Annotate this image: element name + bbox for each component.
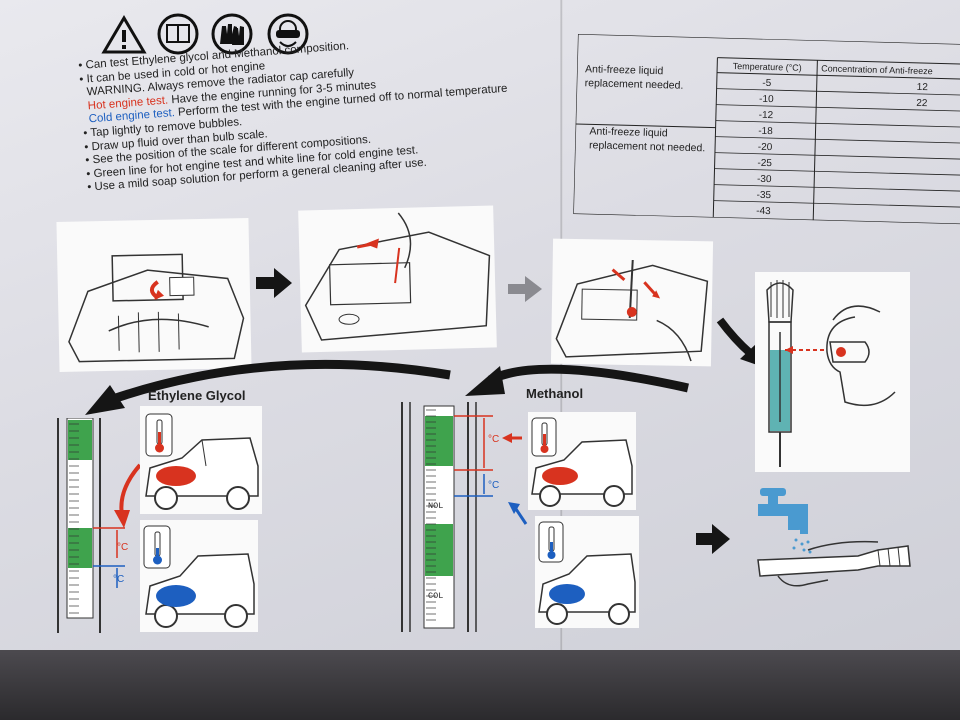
replacement-needed-label: replacement needed. (585, 77, 684, 92)
ethylene-glycol-label: Ethylene Glycol (148, 388, 246, 403)
drawing-fluid-illustration (555, 259, 709, 362)
cleaning-panel (748, 480, 920, 598)
table-row-line (716, 88, 960, 96)
green-scale (68, 528, 92, 568)
green-scale (425, 416, 453, 466)
celsius-label: °C (488, 480, 499, 491)
water-drops (792, 538, 812, 554)
arrow-right-icon (696, 524, 730, 554)
hot-car-illustration (531, 417, 633, 507)
celsius-label: °C (117, 542, 128, 553)
thermometer-cold-icon (143, 525, 171, 569)
thermometer-cold-icon (538, 521, 564, 563)
background-floor (0, 650, 960, 720)
step-3-panel (550, 238, 714, 367)
celsius-label: °C (113, 574, 124, 585)
ethylene-hydrometer-scale: °C °C (57, 418, 128, 633)
faucet-icon (758, 488, 808, 534)
table-cell-temp: -25 (757, 158, 772, 169)
thermometer-hot-icon (145, 413, 173, 457)
green-scale (425, 524, 453, 576)
table-row-line (714, 168, 960, 176)
table-cell-temp: -18 (758, 126, 773, 137)
table-header-temp: Temperature (°C) (733, 61, 802, 73)
instruction-sheet: • Can test Ethylene glycol and Methanol … (0, 0, 960, 650)
arrow-right-icon (256, 268, 292, 298)
reading-hydrometer-illustration (766, 280, 896, 467)
methanol-hydrometer-scale: NOL COL °C °C (401, 402, 528, 632)
gloves-icon (211, 13, 253, 55)
hot-car-illustration (145, 413, 259, 510)
table-cell-temp: -20 (758, 142, 773, 153)
cold-engine-car-panel (535, 516, 639, 628)
table-row-line (713, 200, 960, 208)
col-label: COL (428, 591, 443, 601)
table-row-line (715, 120, 960, 128)
red-arrow-icon (114, 463, 142, 528)
arrow-left-curved-icon (85, 359, 689, 415)
table-cell-conc: 12 (917, 82, 929, 93)
replacement-needed-label: Anti-freeze liquid (585, 63, 664, 77)
cleaning-illustration (757, 488, 911, 587)
celsius-label: °C (488, 434, 499, 445)
reading-panel (755, 272, 910, 472)
goggles-icon (267, 13, 309, 55)
replacement-not-needed-label: Anti-freeze liquid (589, 125, 668, 139)
table-header-conc: Concentration of Anti-freeze (821, 63, 933, 76)
table-cell-temp: -30 (757, 174, 772, 185)
cold-engine-car-panel (140, 520, 258, 632)
hot-engine-car-panel (140, 406, 262, 514)
table-cell-conc: 22 (916, 98, 928, 109)
table-row-line (715, 136, 960, 144)
thermometer-hot-icon (531, 417, 557, 457)
table-row-line (714, 152, 960, 160)
warning-icon (101, 15, 147, 54)
hydrometer-in-radiator-illustration (304, 212, 491, 341)
replacement-not-needed-label: replacement not needed. (589, 139, 705, 154)
concentration-table: Temperature (°C) Concentration of Anti-f… (572, 33, 960, 226)
table-cell-temp: -10 (759, 94, 774, 105)
table-cell-temp: -35 (756, 190, 771, 201)
arrow-right-icon (508, 276, 542, 302)
hot-engine-car-panel (528, 412, 636, 510)
safety-icons (101, 13, 309, 55)
car-engine-illustration (68, 253, 245, 363)
table-row-line (714, 184, 960, 192)
methanol-label: Methanol (526, 386, 584, 401)
cold-car-illustration (538, 521, 636, 625)
step-2-panel (298, 205, 497, 353)
green-scale (68, 420, 92, 460)
nol-label: NOL (428, 501, 443, 511)
table-cell-temp: -43 (756, 206, 771, 217)
cold-car-illustration (143, 525, 255, 628)
table-row-line (716, 104, 960, 112)
table-cell-temp: -12 (759, 110, 774, 121)
manual-icon (157, 13, 199, 55)
table-cell-temp: -5 (762, 78, 772, 89)
step-1-panel (56, 218, 252, 372)
